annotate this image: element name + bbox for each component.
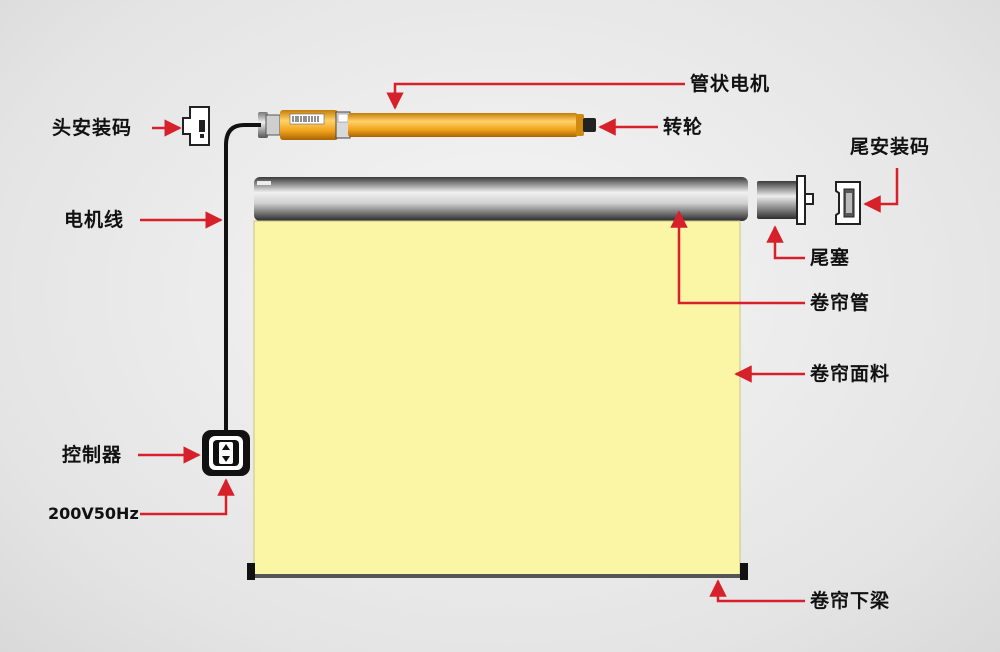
label-tube-motor: 管状电机 xyxy=(690,73,771,95)
tubular-motor xyxy=(258,110,596,140)
label-controller: 控制器 xyxy=(62,444,123,466)
arrow-roller-tube xyxy=(670,210,805,305)
label-bottom-rail: 卷帘下梁 xyxy=(810,590,891,612)
bottom-rail-right-end xyxy=(740,563,748,580)
roller-tube xyxy=(254,177,748,221)
arrow-bottom-rail xyxy=(709,579,805,603)
label-roller-tube: 卷帘管 xyxy=(810,292,871,314)
up-down-arrows-icon xyxy=(222,444,230,462)
label-tail-plug: 尾塞 xyxy=(810,247,851,269)
arrow-tube-motor xyxy=(386,82,685,110)
bottom-rail xyxy=(254,574,740,578)
leader-arrows xyxy=(138,82,899,603)
tail-plug xyxy=(757,175,814,225)
roller-tube-slot xyxy=(257,181,271,185)
arrow-power xyxy=(140,478,235,516)
label-drive-wheel: 转轮 xyxy=(663,116,704,138)
arrow-tail-plug xyxy=(766,225,805,260)
label-power: 200V50Hz xyxy=(48,504,139,523)
arrow-tail-mount xyxy=(863,168,899,213)
label-tail-mount: 尾安装码 xyxy=(850,136,931,158)
blind-fabric xyxy=(253,220,741,576)
tail-mount-bracket xyxy=(835,181,861,225)
head-mount-bracket xyxy=(182,106,210,146)
controller-device xyxy=(202,430,250,476)
label-head-mount: 头安装码 xyxy=(52,117,133,139)
label-fabric: 卷帘面料 xyxy=(810,363,891,385)
motor-cable xyxy=(224,123,261,434)
label-motor-cable: 电机线 xyxy=(64,209,125,231)
bottom-rail-left-end xyxy=(247,563,255,580)
